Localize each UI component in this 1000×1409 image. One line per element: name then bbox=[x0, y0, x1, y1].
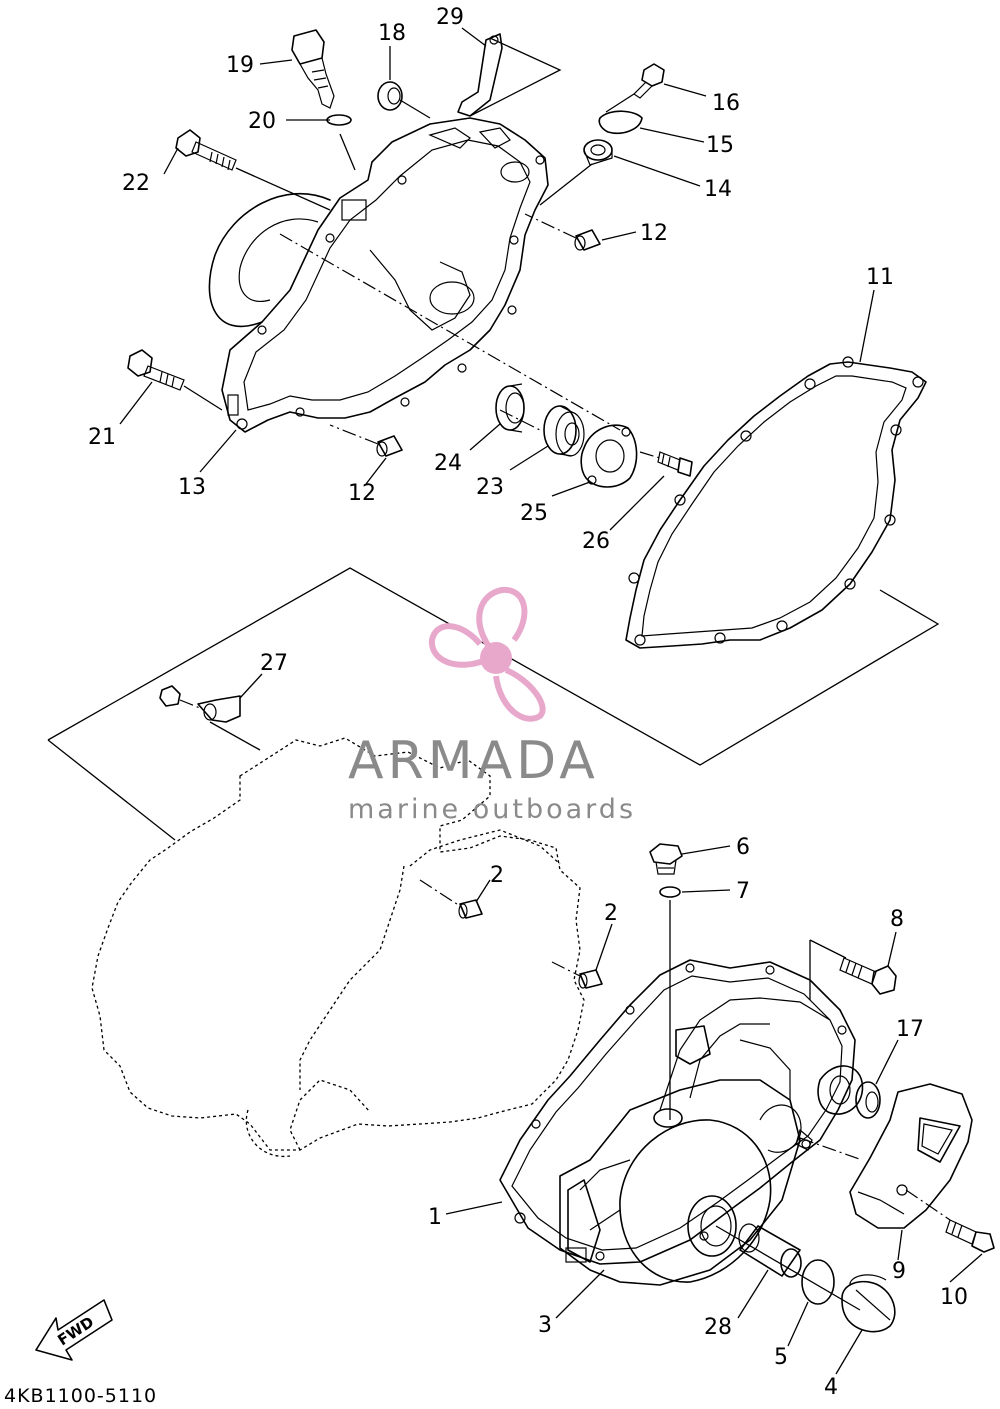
dowel-pin-2-left bbox=[419, 879, 483, 919]
propeller-blade-right bbox=[493, 667, 546, 722]
screw-26 bbox=[657, 451, 693, 477]
callout-22: 22 bbox=[122, 171, 150, 196]
callout-2-right: 2 bbox=[604, 901, 618, 926]
callout-leaders bbox=[119, 27, 983, 1375]
callout-15: 15 bbox=[706, 133, 734, 158]
callout-3: 3 bbox=[538, 1313, 552, 1338]
callout-29: 29 bbox=[436, 5, 464, 30]
cap-18 bbox=[377, 81, 403, 111]
callout-16: 16 bbox=[712, 91, 740, 116]
washer-7 bbox=[659, 886, 681, 898]
cover-9 bbox=[849, 1083, 973, 1229]
callout-labels: 19 20 22 18 29 16 15 14 12 11 21 13 12 2… bbox=[88, 5, 968, 1400]
callout-11: 11 bbox=[866, 265, 894, 290]
callout-12-lower: 12 bbox=[348, 481, 376, 506]
bolt-8 bbox=[839, 957, 897, 995]
callout-28: 28 bbox=[704, 1315, 732, 1340]
callout-23: 23 bbox=[476, 475, 504, 500]
callout-26: 26 bbox=[582, 529, 610, 554]
callout-7: 7 bbox=[736, 879, 750, 904]
callout-17: 17 bbox=[896, 1017, 924, 1042]
o-ring-20 bbox=[326, 114, 352, 126]
bearing-23 bbox=[543, 405, 585, 457]
crankcase-cover-13 bbox=[208, 117, 549, 433]
callout-8: 8 bbox=[890, 907, 904, 932]
reference-plane bbox=[47, 567, 940, 841]
oil-filler-plug-19 bbox=[291, 29, 335, 109]
oil-seal-24 bbox=[495, 383, 525, 433]
drain-plug-6 bbox=[649, 843, 683, 875]
callout-14: 14 bbox=[704, 177, 732, 202]
callout-5: 5 bbox=[774, 1345, 788, 1370]
callout-19: 19 bbox=[226, 53, 254, 78]
retainer-plate-25 bbox=[580, 424, 638, 488]
callout-2-left: 2 bbox=[490, 863, 504, 888]
part-27 bbox=[159, 685, 261, 751]
callout-20: 20 bbox=[248, 109, 276, 134]
armada-watermark: ARMADA marine outboards bbox=[348, 586, 636, 825]
callout-18: 18 bbox=[378, 21, 406, 46]
bolt-22 bbox=[175, 129, 237, 171]
callout-10: 10 bbox=[940, 1285, 968, 1310]
bolt-16 bbox=[633, 63, 665, 99]
diagram-code: 4KB1100-5110 bbox=[4, 1385, 157, 1407]
callout-21: 21 bbox=[88, 425, 116, 450]
watermark-subtitle: marine outboards bbox=[348, 794, 636, 825]
callout-6: 6 bbox=[736, 835, 750, 860]
seal-17 bbox=[855, 1081, 881, 1119]
bolt-21 bbox=[127, 349, 185, 391]
forward-arrow-icon: FWD bbox=[35, 1299, 113, 1361]
callout-27: 27 bbox=[260, 651, 288, 676]
propeller-logo-icon bbox=[428, 586, 546, 722]
callout-9: 9 bbox=[892, 1259, 906, 1284]
cap-plug-4 bbox=[841, 1274, 896, 1333]
watermark-title: ARMADA bbox=[348, 731, 599, 791]
o-ring-5 bbox=[801, 1259, 835, 1305]
propeller-blade-top bbox=[476, 586, 528, 650]
dowel-pin-2-right bbox=[551, 961, 603, 989]
screw-10 bbox=[945, 1219, 995, 1253]
dowel-pin-12-lower bbox=[376, 435, 403, 457]
callout-25: 25 bbox=[520, 501, 548, 526]
callout-1: 1 bbox=[428, 1205, 442, 1230]
callout-13: 13 bbox=[178, 475, 206, 500]
callout-12-upper: 12 bbox=[640, 221, 668, 246]
crankcase-outline bbox=[91, 737, 585, 1158]
spacer-28 bbox=[738, 1223, 802, 1278]
propeller-blade-left bbox=[428, 623, 488, 668]
plate-15 bbox=[598, 110, 643, 134]
callout-4: 4 bbox=[824, 1375, 838, 1400]
clutch-cover-1 bbox=[499, 959, 864, 1286]
assembly-axis-lines-lower bbox=[669, 900, 951, 1311]
callout-24: 24 bbox=[434, 451, 462, 476]
propeller-hub bbox=[480, 642, 512, 674]
grommet-14 bbox=[583, 139, 613, 166]
dowel-pin-12-upper bbox=[574, 229, 601, 251]
assembly-axis-lines-upper bbox=[183, 37, 661, 459]
gasket-11 bbox=[625, 356, 927, 649]
